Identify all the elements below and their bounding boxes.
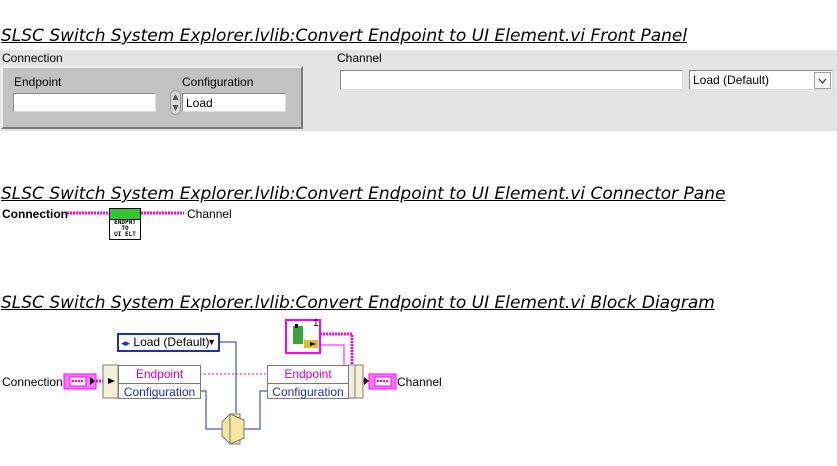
subvi-icon: [285, 319, 321, 354]
bd-channel-terminal-label: Channel: [397, 375, 442, 389]
unbundle-node-frame: [102, 364, 119, 399]
vi-icon-header: [110, 209, 140, 220]
configuration-label: Configuration: [182, 75, 254, 89]
bd-connection-terminal-label: Connection: [2, 375, 63, 389]
channel-field[interactable]: [340, 70, 683, 90]
enum-constant-value: Load (Default): [133, 335, 210, 349]
block-diagram-title: SLSC Switch System Explorer.lvlib:Conver…: [1, 293, 715, 313]
channel-terminal-icon: [364, 373, 397, 390]
unbundle-field-configuration: Configuration: [123, 385, 196, 399]
channel-label: Channel: [337, 51, 382, 65]
channel-dropdown-value: Load (Default): [693, 73, 770, 87]
connection-cluster-label: Connection: [2, 51, 63, 65]
bundle-by-name-node[interactable]: Endpoint Configuration: [267, 365, 349, 399]
endpoint-label: Endpoint: [14, 75, 62, 89]
vi-icon-text-1: ENDPNT: [114, 219, 136, 226]
connector-input-label: Connection: [2, 207, 68, 221]
enum-arrows-icon: ◂▸: [121, 338, 131, 348]
bundle-field-endpoint: Endpoint: [268, 366, 348, 384]
ring-up-arrow-icon: [172, 94, 179, 100]
connector-output-label: Channel: [187, 207, 232, 221]
unbundle-by-name-node[interactable]: Endpoint Configuration: [118, 365, 201, 399]
ring-down-arrow-icon: [172, 105, 179, 111]
endpoint-field[interactable]: [13, 93, 156, 112]
unbundle-field-endpoint: Endpoint: [119, 366, 200, 384]
vi-icon-text-3: UI ELT: [114, 231, 136, 238]
connector-pane-title: SLSC Switch System Explorer.lvlib:Conver…: [1, 184, 726, 204]
numeric-constant: 1: [313, 318, 319, 329]
channel-dropdown[interactable]: Load (Default): [689, 70, 833, 90]
front-panel-title: SLSC Switch System Explorer.lvlib:Conver…: [1, 26, 688, 46]
configuration-ring[interactable]: Load: [182, 93, 286, 112]
enum-dropdown-icon: ▼: [207, 337, 216, 347]
bundle-node-frame: [347, 364, 364, 399]
enum-constant[interactable]: ◂▸ Load (Default) ▼: [117, 333, 220, 352]
vi-icon-text-2: TO: [121, 225, 129, 232]
ring-increment-decrement[interactable]: [170, 90, 181, 115]
chevron-down-icon[interactable]: [814, 72, 831, 89]
connection-terminal-icon: [63, 373, 97, 390]
select-node-icon: [221, 413, 245, 445]
vi-icon[interactable]: ENDPNT TO UI ELT: [109, 208, 141, 240]
bundle-field-configuration: Configuration: [272, 385, 344, 399]
